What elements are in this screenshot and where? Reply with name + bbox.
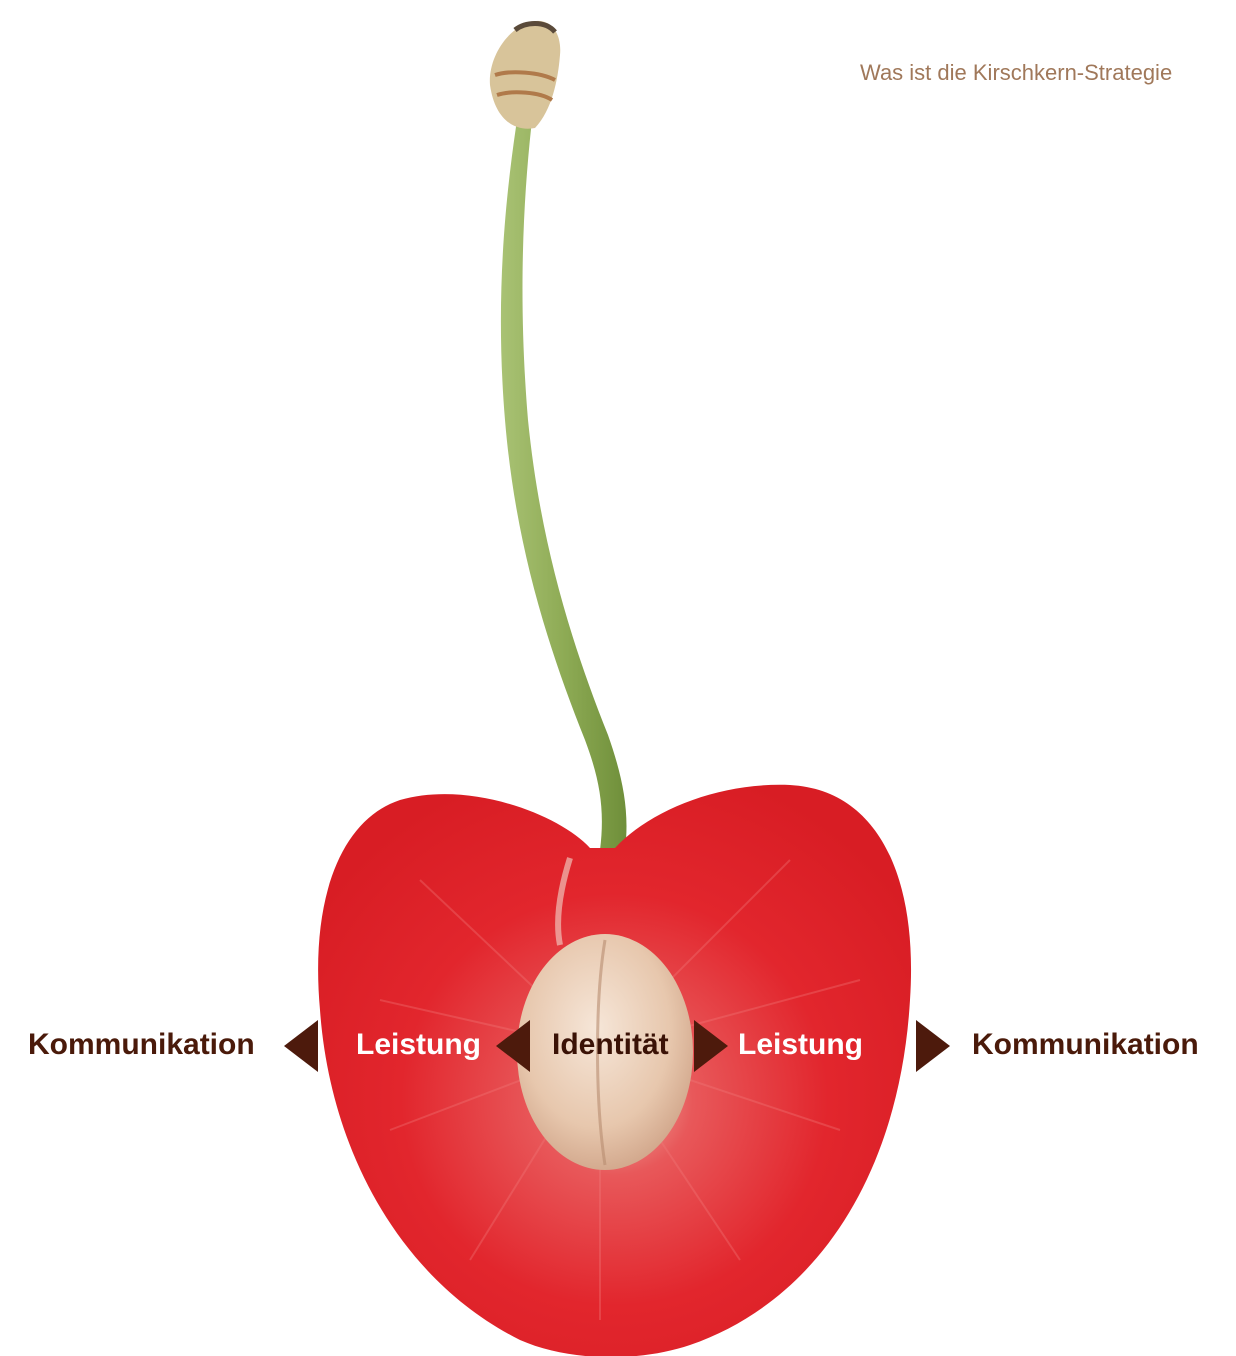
label-middle-left: Leistung	[356, 1030, 481, 1060]
stem	[501, 120, 627, 850]
label-outer-left: Kommunikation	[28, 1030, 255, 1060]
label-outer-right: Kommunikation	[972, 1030, 1199, 1060]
triangle-left-icon	[496, 1020, 530, 1072]
page-title: Was ist die Kirschkern-Strategie	[860, 60, 1172, 86]
triangle-right-icon	[694, 1020, 728, 1072]
label-middle-right: Leistung	[738, 1030, 863, 1060]
triangle-right-icon	[916, 1020, 950, 1072]
label-core: Identität	[552, 1030, 669, 1060]
triangle-left-icon	[284, 1020, 318, 1072]
